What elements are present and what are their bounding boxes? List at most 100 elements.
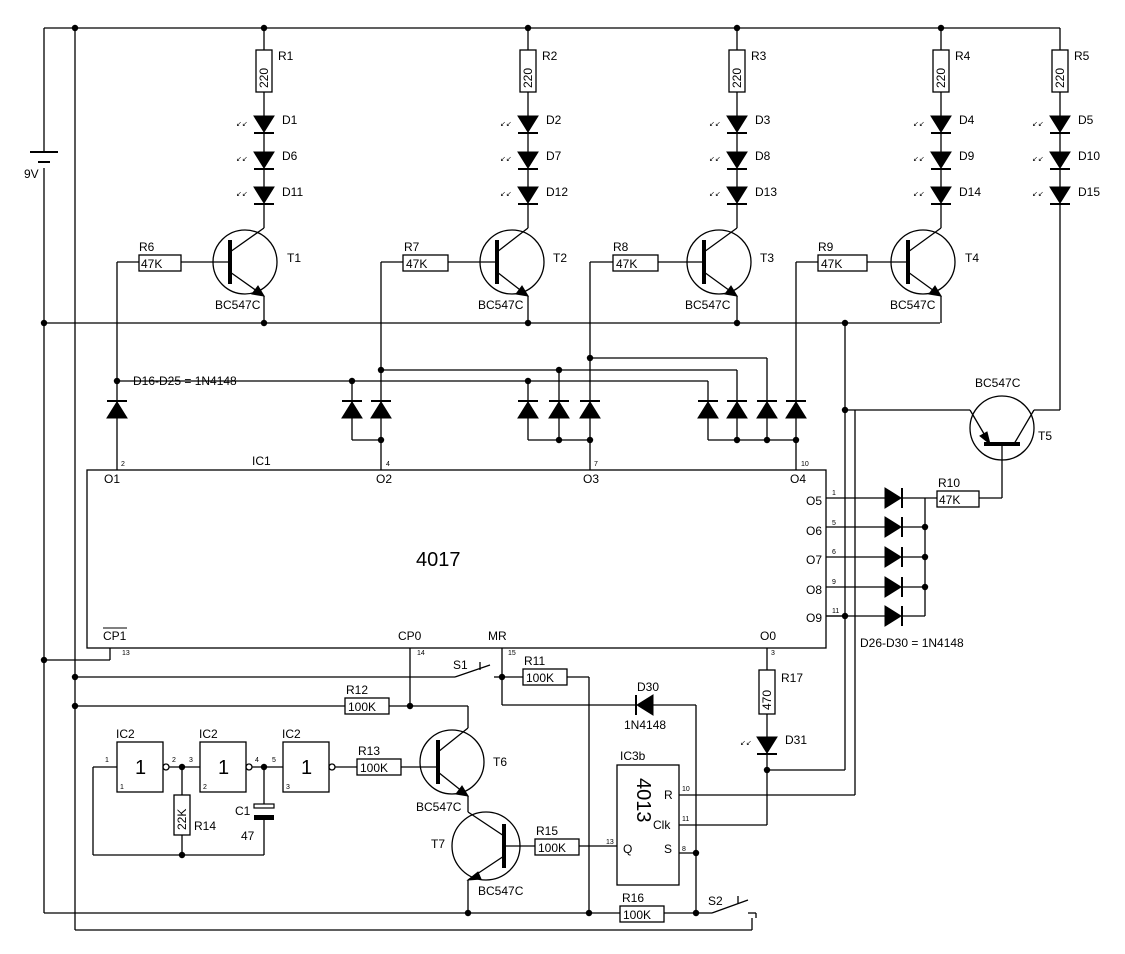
battery-label: 9V [24, 167, 39, 181]
led-d13 [726, 186, 748, 204]
resistor-r6 [138, 254, 182, 272]
ic3b-4013: IC3b 4013 R Clk S Q 10 11 8 13 [606, 749, 855, 886]
r14-value: 22K [175, 809, 189, 830]
svg-text:3: 3 [771, 650, 775, 657]
diode-group-1-label: D16-D25 = 1N4148 [133, 374, 237, 388]
r3-label: R3 [751, 49, 767, 63]
led-d5 [1049, 115, 1071, 133]
svg-text:1: 1 [120, 784, 124, 791]
svg-text:↙↙: ↙↙ [236, 121, 248, 128]
led-d12 [517, 186, 539, 204]
switch-s1: S1 [75, 648, 589, 706]
t2-label: T2 [553, 251, 567, 265]
svg-text:↙↙: ↙↙ [709, 156, 721, 163]
svg-text:15: 15 [508, 650, 516, 657]
pin-o7: O7 [806, 553, 822, 567]
base-resistors: 47K R6 47K R7 47K R8 47K R9 [116, 240, 868, 470]
pin-o0: O0 [760, 629, 776, 643]
r4-value: 220 [934, 68, 948, 88]
svg-text:↙↙: ↙↙ [740, 740, 752, 747]
d1-label: D1 [282, 113, 298, 127]
transistor-t4: T4 BC547C [867, 227, 979, 323]
svg-text:↙↙: ↙↙ [500, 191, 512, 198]
r12-label: R12 [346, 683, 368, 697]
svg-text:↙↙: ↙↙ [500, 156, 512, 163]
s2-label: S2 [708, 894, 723, 908]
pin-o6: O6 [806, 524, 822, 538]
r6-value: 47K [141, 257, 162, 271]
led-d4 [930, 115, 952, 133]
svg-text:5: 5 [832, 520, 836, 527]
svg-text:4: 4 [386, 461, 390, 468]
led-d3 [726, 115, 748, 133]
t4-type: BC547C [890, 298, 936, 312]
t6-type: BC547C [416, 800, 462, 814]
r7-label: R7 [404, 240, 420, 254]
ic1-name: IC1 [252, 454, 271, 468]
d11-label: D11 [282, 185, 303, 199]
r11-label: R11 [524, 654, 545, 668]
svg-text:↙↙: ↙↙ [913, 121, 925, 128]
pin-mr: MR [488, 629, 507, 643]
d10-label: D10 [1078, 149, 1100, 163]
svg-text:↙↙: ↙↙ [709, 191, 721, 198]
r5-value: 220 [1053, 68, 1067, 88]
svg-text:5: 5 [272, 757, 276, 764]
svg-text:11: 11 [682, 816, 689, 823]
diode-group-2-label: D26-D30 = 1N4148 [860, 636, 964, 650]
ic3-pin-r: R [664, 788, 673, 802]
r8-label: R8 [613, 240, 629, 254]
switch-s2: S2 [708, 894, 757, 918]
t7-label: T7 [431, 837, 445, 851]
led-d7 [517, 151, 539, 169]
r4-label: R4 [955, 49, 971, 63]
led-column-4: 220 R4 D4 D9 D14 ↙↙ ↙↙ ↙↙ [913, 28, 981, 228]
r12-value: 100K [348, 700, 376, 714]
d30-label: D30 [637, 680, 659, 694]
r5-label: R5 [1074, 49, 1090, 63]
led-d14 [930, 186, 952, 204]
resistor-r15-group: 100K R15 [534, 824, 617, 856]
ic3-chip: 4013 [632, 778, 654, 823]
svg-text:6: 6 [832, 549, 836, 556]
r9-value: 47K [821, 257, 842, 271]
d2-label: D2 [546, 113, 562, 127]
svg-text:3: 3 [286, 784, 290, 791]
r17-label: R17 [781, 671, 803, 685]
ic2-label-3: IC2 [282, 727, 301, 741]
ic2-label-1: IC2 [116, 727, 135, 741]
ic2-gate-2 [199, 741, 247, 793]
svg-text:7: 7 [594, 461, 598, 468]
svg-text:8: 8 [682, 846, 686, 853]
svg-text:10: 10 [801, 461, 809, 468]
t3-label: T3 [760, 251, 774, 265]
led-d1 [253, 115, 275, 133]
svg-text:2: 2 [203, 784, 207, 791]
resistor-r16-group: 100K R16 [619, 891, 712, 923]
ic3-body [616, 764, 680, 886]
d30-type: 1N4148 [624, 718, 666, 732]
r7-value: 47K [406, 257, 427, 271]
resistor-r11-group: 100K R11 [502, 654, 590, 913]
r3-value: 220 [730, 68, 744, 88]
svg-text:1: 1 [135, 757, 146, 779]
c1-value: 47 [241, 829, 255, 843]
resistor-r8 [612, 254, 659, 272]
svg-text:1: 1 [105, 757, 109, 764]
d15-label: D15 [1078, 185, 1100, 199]
svg-text:↙↙: ↙↙ [1032, 156, 1044, 163]
resistor-r9 [817, 254, 868, 272]
d12-label: D12 [546, 185, 568, 199]
d4-label: D4 [959, 113, 975, 127]
led-d6 [253, 151, 275, 169]
t3-type: BC547C [685, 298, 731, 312]
r13-label: R13 [358, 744, 380, 758]
r8-value: 47K [616, 257, 637, 271]
r15-label: R15 [536, 824, 558, 838]
ic3-name: IC3b [620, 749, 646, 763]
r16-value: 100K [623, 908, 651, 922]
svg-text:2: 2 [172, 757, 176, 764]
t1-type: BC547C [215, 298, 261, 312]
svg-text:1: 1 [301, 757, 312, 779]
